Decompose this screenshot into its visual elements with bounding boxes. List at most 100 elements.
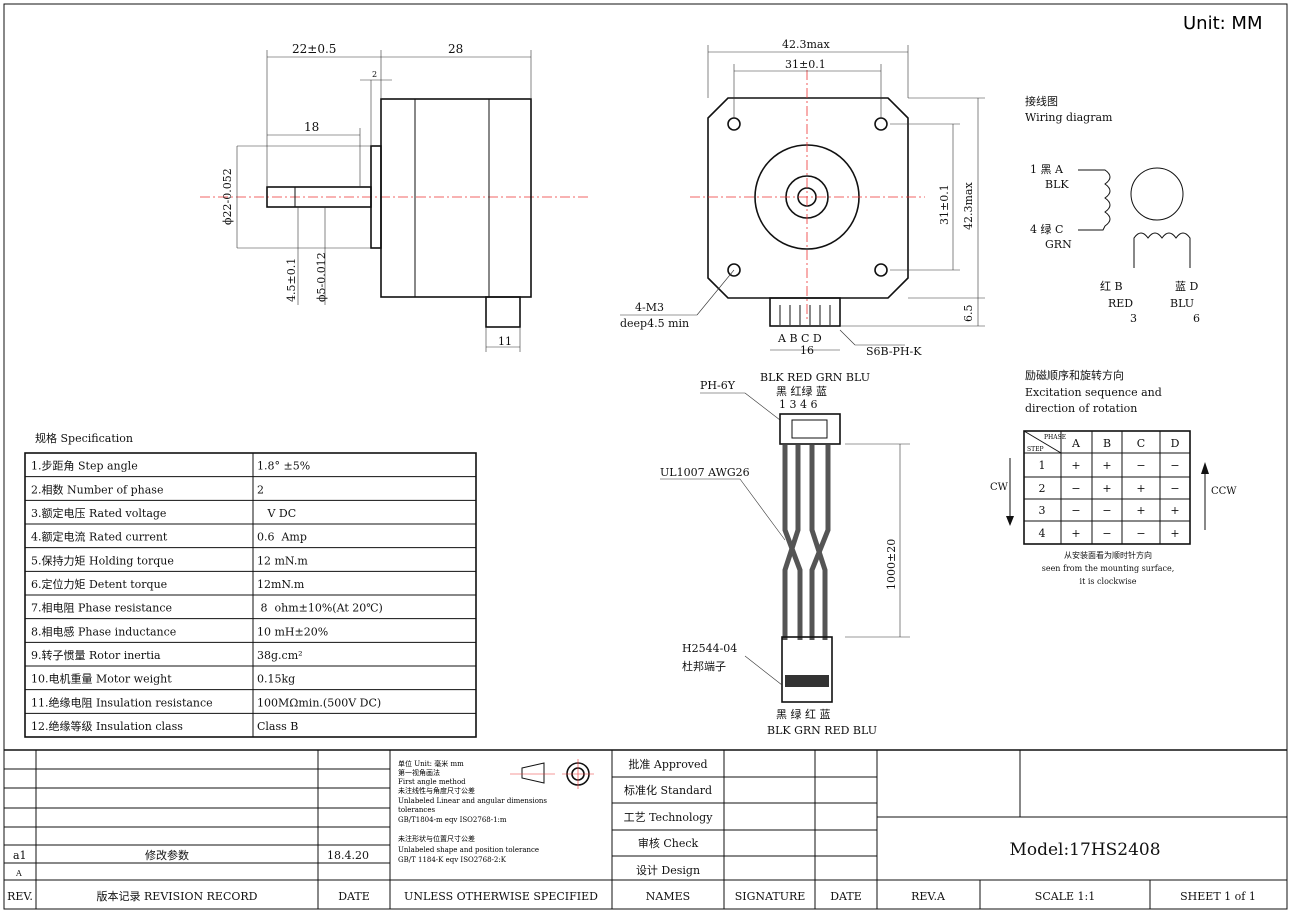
step-4: 4 (1039, 527, 1046, 540)
wire-label: UL1007 AWG26 (660, 466, 750, 479)
wire-d-en: BLU (1170, 297, 1194, 310)
check-label: 审核 Check (638, 836, 699, 850)
excitation-table: 励磁顺序和旋转方向 Excitation sequence and direct… (990, 368, 1237, 586)
connector-side (485, 296, 521, 328)
note-cn: 从安装面看为顺时针方向 (1064, 550, 1152, 560)
cable-assembly: BLK RED GRN BLU 黑 红绿 蓝 1 3 4 6 PH-6Y UL1… (660, 371, 910, 737)
dim-11: 11 (498, 335, 512, 348)
excitation-title-cn: 励磁顺序和旋转方向 (1025, 368, 1124, 382)
cable-colors-en-bottom: BLK GRN RED BLU (767, 724, 877, 737)
cw-label: CW (990, 482, 1009, 493)
footer-signature: SIGNATURE (735, 890, 806, 903)
dim-28: 28 (448, 42, 463, 56)
excitation-title-en2: direction of rotation (1025, 402, 1137, 415)
spec-value: V DC (257, 507, 296, 520)
coil-bd (1133, 232, 1191, 268)
cable-colors-cn-top: 黑 红绿 蓝 (776, 384, 827, 398)
step-label: STEP (1027, 446, 1044, 453)
coil-ac (1078, 169, 1111, 231)
note: GB/T1804-m eqv ISO2768-1:m (398, 816, 507, 824)
dim-42-side: 42.3max (962, 182, 975, 230)
spec-value: Class B (257, 720, 298, 733)
spec-value: 2 (257, 483, 264, 496)
cell: + (1136, 482, 1145, 495)
dia-5: ϕ5-0.012 (315, 252, 328, 302)
cell: − (1071, 482, 1080, 495)
note: 未注线性与角度尺寸公差 (398, 786, 475, 795)
spec-name: 5.保持力矩 Holding torque (31, 553, 174, 567)
phase-c: C (1137, 437, 1145, 450)
footer-unless: UNLESS OTHERWISE SPECIFIED (404, 890, 598, 903)
spec-name: 8.相电感 Phase inductance (31, 625, 176, 638)
spec-name: 10.电机重量 Motor weight (31, 672, 172, 686)
cell: − (1102, 527, 1111, 540)
holes-depth: deep4.5 min (620, 317, 689, 330)
cell: − (1170, 459, 1179, 472)
spec-value: 10 mH±20% (257, 625, 328, 638)
wiring-title-en: Wiring diagram (1025, 111, 1113, 124)
excitation-title-en1: Excitation sequence and (1025, 386, 1162, 399)
spec-value: 1.8° ±5% (257, 460, 310, 473)
wiring-title-cn: 接线图 (1025, 94, 1058, 108)
model-number: Model:17HS2408 (1009, 840, 1160, 860)
spec-name: 3.额定电压 Rated voltage (31, 506, 166, 520)
footer-rev-a: REV.A (911, 890, 946, 903)
shaft (266, 186, 372, 208)
spec-name: 12.绝缘等级 Insulation class (31, 719, 183, 733)
footer-scale: SCALE 1:1 (1035, 890, 1095, 903)
dim-4-5: 4.5±0.1 (285, 258, 298, 302)
flange (707, 97, 909, 299)
title-block: a1 修改参数 18.4.20 A 单位 Unit: 毫米 mm 第一视角画法 … (4, 749, 1287, 909)
holes-label: 4-M3 (635, 301, 664, 314)
dia-22: ϕ22-0.052 (221, 168, 234, 225)
footer-rev: REV. (7, 890, 33, 903)
spec-value: 12 mN.m (257, 554, 308, 567)
dim-16: 16 (800, 344, 814, 357)
connector-front (769, 297, 841, 327)
mounting-holes (727, 117, 888, 277)
rotor-symbol (1130, 167, 1184, 221)
spec-value: 100MΩmin.(500V DC) (257, 696, 381, 709)
rev-a: A (15, 869, 22, 878)
wire-b-num: 3 (1130, 312, 1137, 325)
note: 单位 Unit: 毫米 mm (398, 759, 464, 768)
spec-name: 11.绝缘电阻 Insulation resistance (31, 695, 213, 709)
design-label: 设计 Design (636, 864, 700, 877)
note: Unlabeled Linear and angular dimensions (398, 797, 547, 805)
dim-31-side: 31±0.1 (938, 184, 951, 225)
note: First angle method (398, 778, 466, 786)
terminal-cn: 杜邦端子 (682, 659, 726, 673)
rev-date: 18.4.20 (327, 849, 369, 862)
dim-22: 22±0.5 (292, 42, 336, 56)
phase-b: B (1103, 437, 1111, 450)
cell: − (1136, 527, 1145, 540)
wire-b: 红 B (1100, 280, 1123, 293)
footer-sheet: SHEET 1 of 1 (1180, 890, 1256, 903)
wiring-diagram: 接线图 Wiring diagram 1 黑 A BLK 4 绿 C GRN 红… (1025, 94, 1200, 325)
wire-d: 蓝 D (1175, 280, 1198, 293)
housing-label: PH-6Y (700, 379, 736, 392)
note-en1: seen from the mounting surface, (1042, 564, 1175, 573)
note: Unlabeled shape and position tolerance (398, 846, 539, 854)
cell: + (1071, 459, 1080, 472)
note: 第一视角画法 (398, 768, 440, 777)
ccw-label: CCW (1211, 486, 1237, 497)
phase-a: A (1071, 437, 1081, 450)
rev-entry: a1 (13, 849, 27, 862)
cell: − (1102, 504, 1111, 517)
cell: + (1170, 527, 1179, 540)
general-notes: 单位 Unit: 毫米 mm 第一视角画法 First angle method… (398, 759, 547, 864)
note: GB/T 1184-K eqv ISO2768-2:K (398, 856, 507, 864)
dim-6-5: 6.5 (962, 305, 975, 323)
standard-label: 标准化 Standard (624, 783, 712, 797)
note-en2: it is clockwise (1080, 577, 1137, 586)
wire-a: 1 黑 A (1030, 163, 1064, 176)
spec-value: 0.6 Amp (257, 531, 307, 544)
spec-value: 12mN.m (257, 578, 305, 591)
dim-2: 2 (372, 70, 377, 79)
spec-value: 0.15kg (257, 673, 295, 686)
spec-value: 38g.cm² (257, 649, 303, 662)
dim-31-top: 31±0.1 (785, 58, 826, 71)
step-1: 1 (1039, 459, 1046, 472)
